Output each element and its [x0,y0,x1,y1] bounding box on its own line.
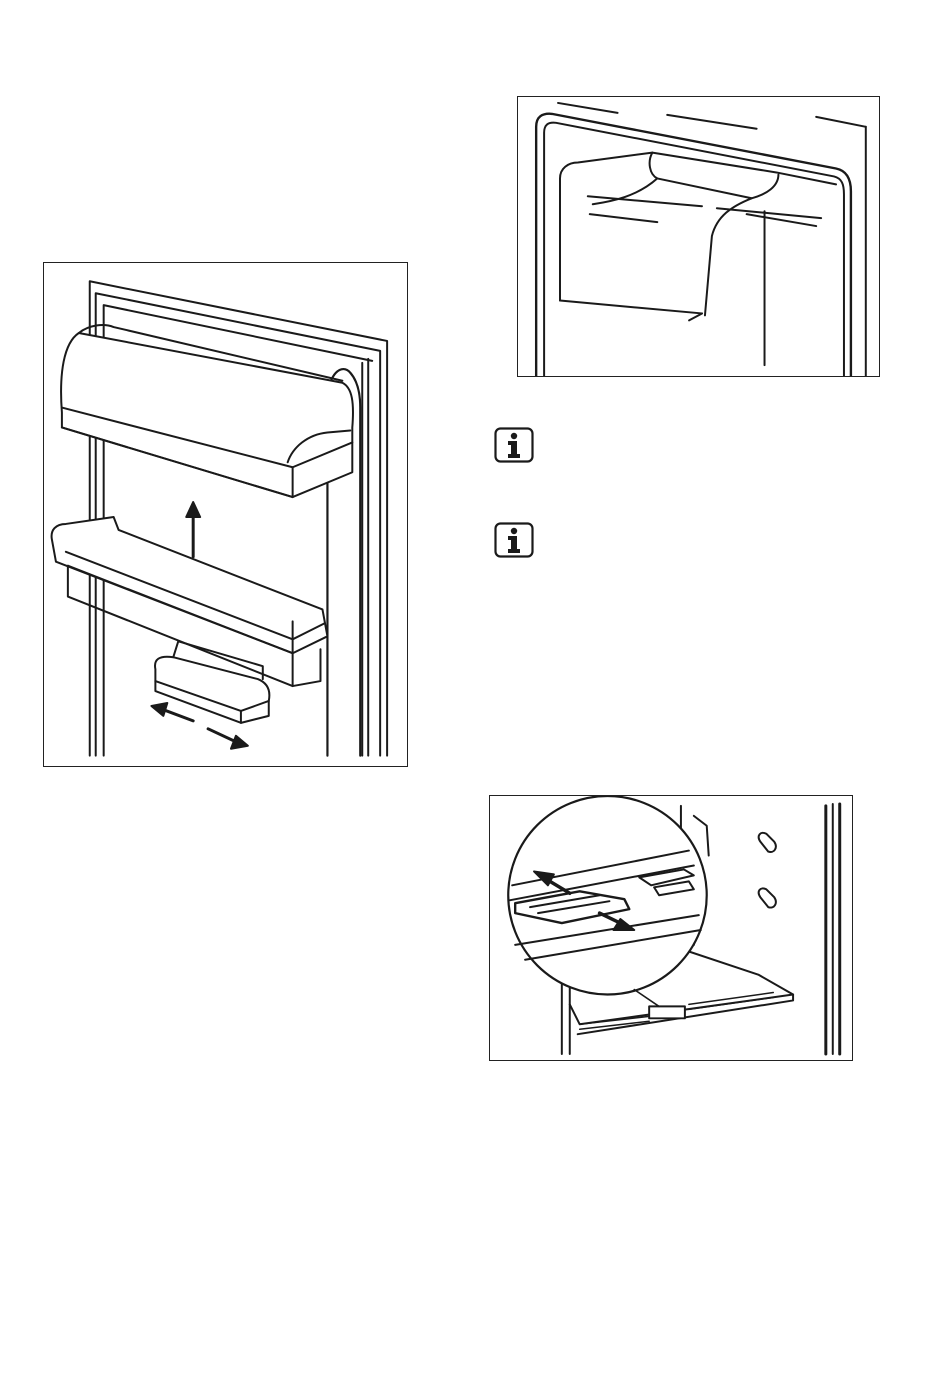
info-icon [494,427,534,463]
freezer-compartment-illustration [517,96,880,377]
shelf-adjustment-illustration [489,795,853,1061]
info-icon [494,522,534,558]
door-shelves-illustration [43,262,408,767]
